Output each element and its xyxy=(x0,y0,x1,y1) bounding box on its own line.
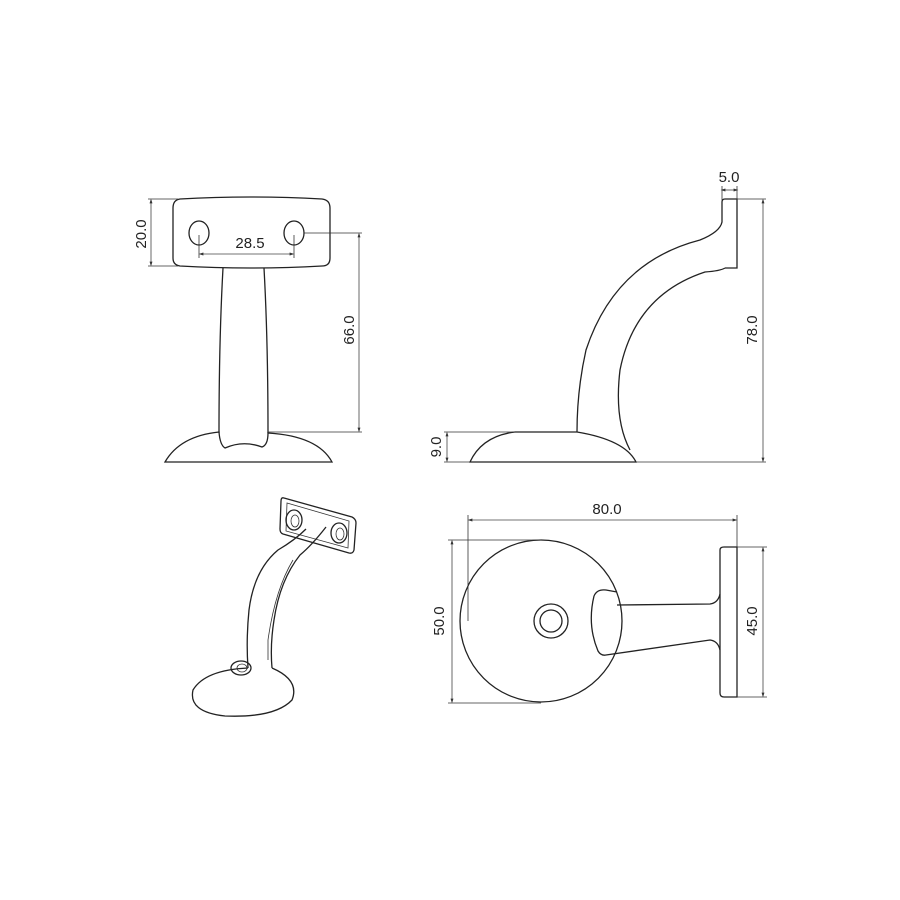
iso-arm xyxy=(246,526,327,669)
dim-plate-thickness: 5.0 xyxy=(719,169,740,186)
stem xyxy=(218,267,269,434)
dim-hole-spacing: 28.5 xyxy=(235,235,264,252)
dim-projection: 80.0 xyxy=(592,501,621,518)
dim-base-height: 9.0 xyxy=(428,437,445,458)
dim-height-to-hole: 66.0 xyxy=(341,315,358,344)
iso-hole-left xyxy=(285,509,303,531)
side-plate xyxy=(721,198,738,269)
iso-base xyxy=(191,667,295,717)
front-view: 20.0 28.5 66.0 xyxy=(133,196,362,463)
dim-plate-width: 45.0 xyxy=(744,606,761,635)
iso-base-hole xyxy=(230,660,252,676)
dim-base-diameter: 50.0 xyxy=(431,606,448,635)
bottom-screw-hole xyxy=(539,609,563,633)
mounting-plate xyxy=(172,196,331,269)
bottom-arm xyxy=(590,589,721,656)
bottom-base-disc xyxy=(459,539,623,703)
side-base xyxy=(468,431,638,463)
dim-plate-height: 20.0 xyxy=(133,219,150,248)
bottom-plate xyxy=(719,546,738,698)
bottom-view: 80.0 50.0 45.0 xyxy=(431,501,767,704)
iso-plate xyxy=(279,497,357,554)
dim-total-height: 78.0 xyxy=(744,315,761,344)
bottom-screw-ring xyxy=(533,603,569,639)
iso-hole-right xyxy=(330,522,348,544)
base xyxy=(163,431,334,463)
side-arm xyxy=(576,202,726,451)
side-view: 5.0 78.0 9.0 xyxy=(428,169,766,463)
isometric-view xyxy=(191,497,357,717)
